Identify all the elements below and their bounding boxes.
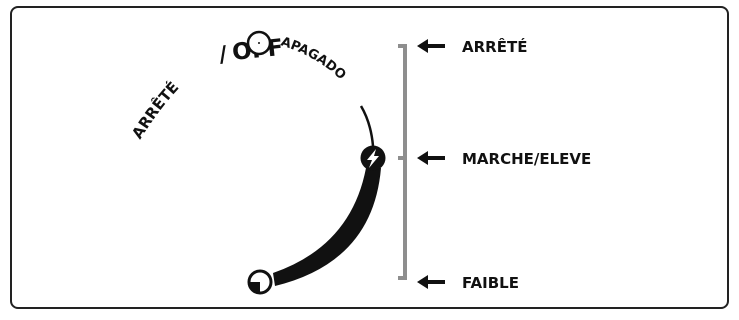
quarter-circle-icon (247, 269, 273, 295)
lightning-bolt-icon (360, 145, 386, 171)
left-arrow-icon (417, 275, 445, 289)
scale-label-off: ARRÊTÉ (462, 37, 527, 56)
empty-circle-icon (246, 30, 272, 56)
scale-label-high: MARCHE/ELEVE (462, 150, 591, 168)
scale-label-low: FAIBLE (462, 274, 519, 292)
thick-dial-arc (273, 168, 381, 286)
thin-dial-arc (359, 105, 375, 147)
scale-bar (398, 44, 407, 280)
left-arrow-icon (417, 39, 445, 53)
left-arrow-icon (417, 151, 445, 165)
